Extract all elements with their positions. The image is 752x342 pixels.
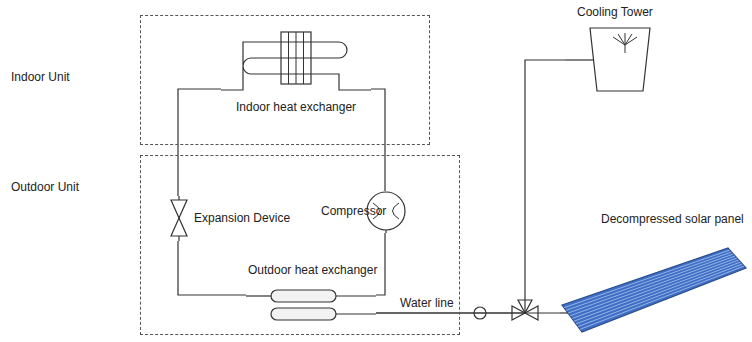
unit-heading: Indoor Unit	[11, 70, 70, 84]
component-label: Cooling Tower	[577, 5, 653, 19]
indoor-heat-exchanger: Indoor heat exchanger	[221, 28, 371, 128]
cooling-tower: Cooling Tower	[565, 3, 665, 95]
component-label: Decompressed solar panel	[601, 212, 744, 226]
pipe-line	[178, 241, 246, 295]
outdoor-heat-exchanger: Outdoor heat exchanger	[246, 263, 376, 329]
pipe-line	[376, 60, 565, 313]
solar-panel-symbol	[560, 210, 748, 335]
indoor-unit-box: Indoor UnitIndoor heat exchanger	[140, 15, 430, 145]
expansion-device: Expansion Device	[166, 196, 301, 241]
pipe-line	[371, 89, 385, 191]
solar-panel: Decompressed solar panel	[560, 210, 748, 335]
component-label: Expansion Device	[194, 211, 290, 225]
component-label: Compressor	[321, 204, 386, 218]
component-label: Indoor heat exchanger	[236, 100, 356, 114]
unit-heading: Outdoor Unit	[11, 180, 79, 194]
compressor: Compressor	[321, 191, 406, 233]
component-label: Outdoor heat exchanger	[248, 263, 377, 277]
line-label: Water line	[398, 296, 456, 310]
pipe-line	[178, 89, 221, 196]
